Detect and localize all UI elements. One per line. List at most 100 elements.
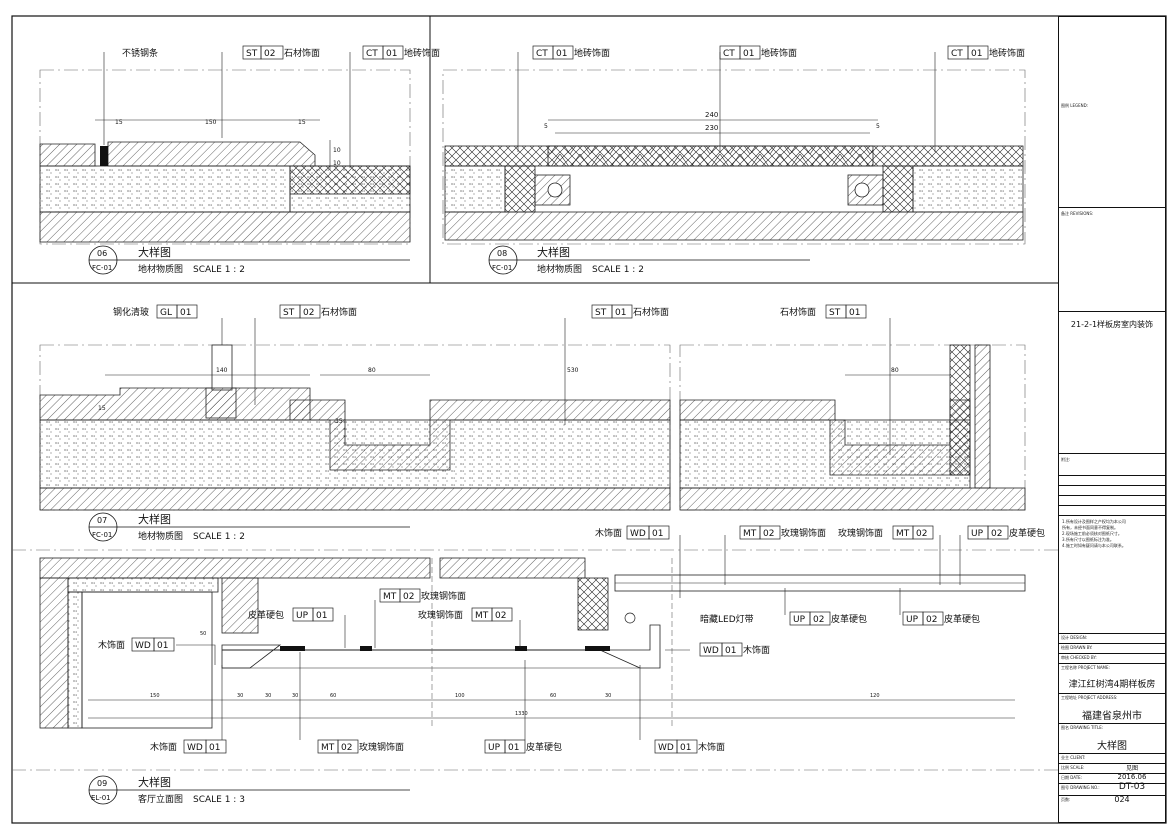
company-name: 21-2-1样板房室内装饰 <box>1070 320 1154 329</box>
dim-140: 140 <box>216 367 228 374</box>
code-ct: CT <box>536 49 548 59</box>
note-line: 1.所有设计及图样之产权均为本公司 <box>1062 519 1126 524</box>
code-02: 02 <box>403 592 414 602</box>
dim-30: 30 <box>237 693 243 699</box>
drawing-number: DT-03 <box>1118 782 1146 792</box>
label-wood: 木饰面 <box>595 527 622 539</box>
code-02: 02 <box>264 49 275 59</box>
remarks-label: 附注: <box>1061 457 1071 462</box>
panel-07: 钢化清玻 GL 01 ST 02 石材饰面 ST 01 石材饰面 石材饰面 ST… <box>39 304 1026 542</box>
project-name: 津江红树湾4期样板房 <box>1068 680 1156 690</box>
drawing-title: 大样图 <box>1097 741 1127 752</box>
code-01: 01 <box>971 49 982 59</box>
code-01: 01 <box>725 646 736 656</box>
panel-06-title: 大样图 <box>138 245 171 259</box>
code-st: ST <box>283 308 295 318</box>
label-stainless-strip: 不锈钢条 <box>122 47 158 59</box>
project-address: 福建省泉州市 <box>1082 711 1142 722</box>
sheet-label: 页数: <box>1061 797 1071 802</box>
label-leather: 皮革硬包 <box>944 613 980 625</box>
label-floor-tile: 地砖饰面 <box>989 47 1025 59</box>
dim-60: 60 <box>330 693 336 699</box>
dim-5: 5 <box>544 123 548 130</box>
code-02: 02 <box>991 529 1002 539</box>
code-mt: MT <box>321 743 335 753</box>
scale-label: 比例 SCALE: <box>1061 765 1085 770</box>
panel-07-number: 07 <box>97 516 107 525</box>
label-leather: 皮革硬包 <box>526 741 562 753</box>
label-leather: 皮革硬包 <box>831 613 867 625</box>
code-02: 02 <box>813 615 824 625</box>
revisions-label: 备注 REVISIONS: <box>1061 211 1094 216</box>
panel-08-ref: FC-01 <box>492 264 512 272</box>
code-gl: GL <box>160 308 172 318</box>
code-01: 01 <box>680 743 691 753</box>
panel-08-title: 大样图 <box>537 245 570 259</box>
date-label: 日期 DATE: <box>1061 775 1083 780</box>
code-01: 01 <box>386 49 397 59</box>
code-up: UP <box>296 611 309 621</box>
code-mt: MT <box>383 592 397 602</box>
dim-80: 80 <box>368 367 376 374</box>
panel-07-ref: FC-01 <box>92 531 112 539</box>
label-wood: 木饰面 <box>743 644 770 656</box>
sheet-number: 024 <box>1114 795 1130 804</box>
design-label: 设计 DESIGN: <box>1061 635 1088 640</box>
dim-30: 30 <box>265 693 271 699</box>
code-02: 02 <box>341 743 352 753</box>
label-rose-steel-prefix: 玫瑰钢饰面 <box>418 609 463 621</box>
code-wd: WD <box>630 529 646 539</box>
dim-50: 50 <box>200 631 206 637</box>
note-line: 3.所有尺寸以图纸标注为准。 <box>1062 537 1114 542</box>
code-01: 01 <box>615 308 626 318</box>
dim-100: 100 <box>455 693 465 699</box>
checked-label: 审核 CHECKED BY: <box>1061 655 1097 660</box>
label-rose-steel-prefix: 玫瑰钢饰面 <box>838 527 883 539</box>
code-02: 02 <box>303 308 314 318</box>
panel-08-subtitle: 地材物质图 <box>537 263 582 275</box>
dim-120: 120 <box>870 693 880 699</box>
panel-08-scale: SCALE 1 : 2 <box>592 265 644 275</box>
dim-15: 15 <box>98 405 106 412</box>
code-wd: WD <box>703 646 719 656</box>
code-up: UP <box>906 615 919 625</box>
code-st: ST <box>829 308 841 318</box>
label-floor-tile: 地砖饰面 <box>761 47 797 59</box>
panel-07-subtitle: 地材物质图 <box>138 530 183 542</box>
code-02: 02 <box>495 611 506 621</box>
panel-06-scale: SCALE 1 : 2 <box>193 265 245 275</box>
label-stone: 石材饰面 <box>321 306 357 318</box>
code-01: 01 <box>652 529 663 539</box>
code-wd: WD <box>187 743 203 753</box>
panel-09-number: 09 <box>97 779 107 788</box>
label-stone: 石材饰面 <box>633 306 669 318</box>
code-01: 01 <box>556 49 567 59</box>
code-01: 01 <box>508 743 519 753</box>
code-02: 02 <box>763 529 774 539</box>
client-label: 业主 CLIENT: <box>1061 755 1086 760</box>
dim-15: 15 <box>115 119 123 126</box>
scale-value: 见图 <box>1125 765 1138 772</box>
code-mt: MT <box>475 611 489 621</box>
label-floor-tile: 地砖饰面 <box>574 47 610 59</box>
code-up: UP <box>971 529 984 539</box>
label-glass: 钢化清玻 <box>113 306 149 318</box>
address-label: 工程地址 PROJECT ADDRESS: <box>1061 695 1118 700</box>
dim-10: 10 <box>333 160 341 167</box>
panel-09-title: 大样图 <box>138 775 171 789</box>
panel-08: CT 01 地砖饰面 CT 01 地砖饰面 CT 01 地砖饰面 240 230… <box>442 45 1026 275</box>
label-stone: 石材饰面 <box>284 47 320 59</box>
panel-06-number: 06 <box>97 249 107 258</box>
dim-80: 80 <box>891 367 899 374</box>
code-ct: CT <box>366 49 378 59</box>
label-wood: 木饰面 <box>698 741 725 753</box>
panel-07-scale: SCALE 1 : 2 <box>193 532 245 542</box>
code-mt: MT <box>896 529 910 539</box>
code-wd: WD <box>135 641 151 651</box>
label-stone-prefix: 石材饰面 <box>780 306 816 318</box>
panel-09: 木饰面 WD 01 MT 02 玫瑰钢饰面 玫瑰钢饰面 MT 02 UP 02 … <box>12 525 1058 805</box>
dim-15: 15 <box>298 119 306 126</box>
date-value: 2016.06 <box>1117 773 1147 781</box>
dim-60: 60 <box>550 693 556 699</box>
